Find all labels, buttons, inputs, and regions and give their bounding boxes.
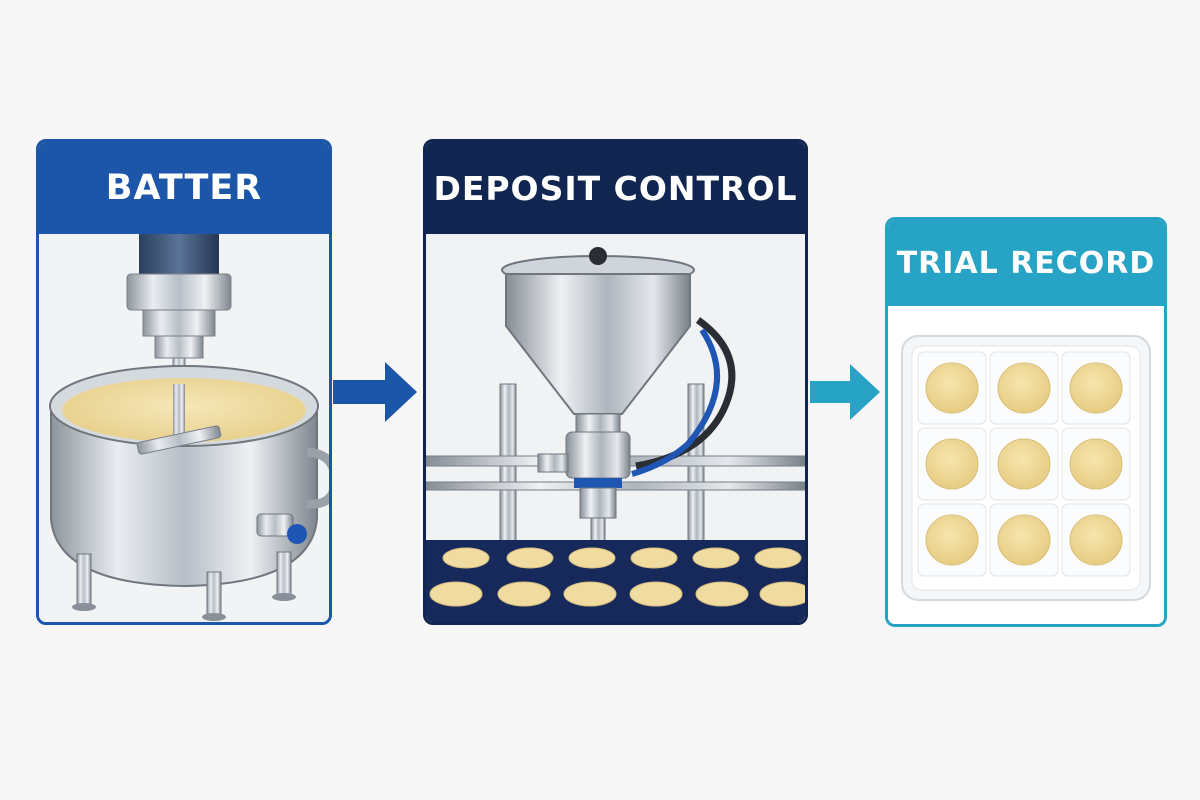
trial-record-step-illustration [888, 306, 1164, 624]
trial-record-step-title: TRIAL RECORD [888, 220, 1164, 306]
sample-tray-icon [901, 335, 1151, 601]
batter-sample [1069, 438, 1123, 490]
batter-sample [925, 362, 979, 414]
arrow-head-2 [850, 364, 880, 420]
depositor-hopper-icon [426, 234, 805, 622]
batter-sample [997, 514, 1051, 566]
batter-sample [1069, 514, 1123, 566]
batter-step-illustration [39, 234, 329, 622]
arrow-shaft-1 [333, 380, 385, 404]
batter-sample [925, 438, 979, 490]
trial-record-step-panel: TRIAL RECORD [885, 217, 1167, 627]
arrow-shaft-2 [810, 381, 850, 403]
deposit-control-step-illustration [426, 234, 805, 622]
batter-step-title: BATTER [39, 142, 329, 234]
batter-sample [997, 362, 1051, 414]
batter-sample [925, 514, 979, 566]
deposited-batter-drops [429, 547, 805, 607]
arrow-head-1 [385, 362, 417, 422]
batter-step-panel: BATTER [36, 139, 332, 625]
batter-sample [1069, 362, 1123, 414]
flow-arrow-1 [333, 362, 417, 422]
deposit-control-step-title: DEPOSIT CONTROL [426, 142, 805, 234]
flow-arrow-2 [810, 364, 880, 420]
tray-sample-grid [917, 351, 1131, 577]
deposit-control-step-panel: DEPOSIT CONTROL [423, 139, 808, 625]
batter-sample [997, 438, 1051, 490]
mixing-kettle-icon [39, 234, 329, 622]
